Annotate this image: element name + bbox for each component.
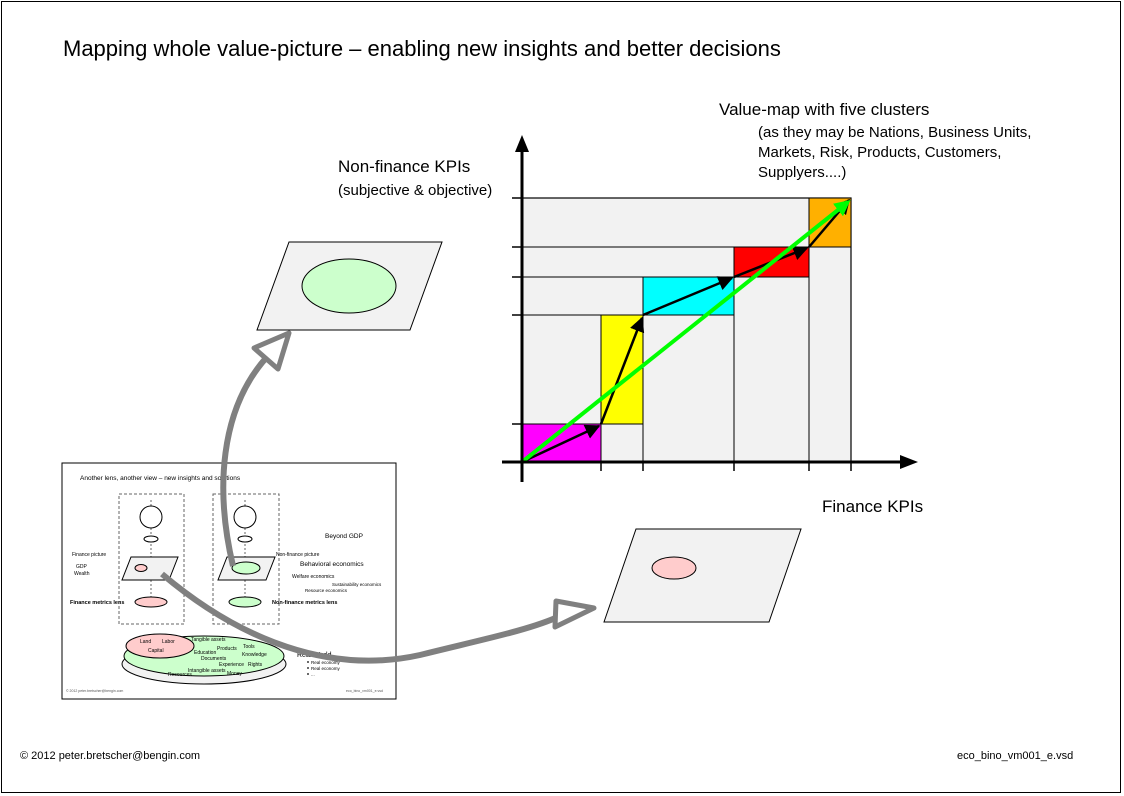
finance-plane-shape [603, 528, 802, 623]
y-axis-arrowhead [515, 135, 529, 152]
thumb-experience: Experience [219, 662, 244, 668]
thumb-non-finance-lens: Non-finance metrics lens [272, 600, 337, 606]
copyright-text: © 2012 peter.bretscher@bengin.com [20, 750, 201, 762]
thumb-sustainability: Sustainability economics [332, 582, 382, 587]
thumb-rights: Rights [248, 662, 263, 668]
thumb-wealth: Wealth [74, 571, 90, 577]
finance-metrics-lens-icon [134, 596, 168, 608]
finance-eye-lens-icon [143, 535, 159, 543]
thumb-real-economy-2: Real economy [311, 666, 341, 671]
thumbnail-slide: Another lens, another view – new insight… [61, 462, 397, 700]
non-finance-plane [256, 241, 443, 331]
thumb-gdp: GDP [76, 564, 88, 570]
non-finance-picture-ellipse [301, 258, 397, 314]
thumb-land: Land [140, 639, 151, 645]
finance-lens-box [118, 493, 185, 625]
thumb-finance-picture: Finance picture [72, 552, 106, 558]
finance-kpis-title: Finance KPIs [822, 497, 924, 516]
file-name-text: eco_bino_vm001_e.vsd [957, 750, 1074, 762]
real-world-finance-disk [125, 633, 195, 659]
bullet-icon [307, 667, 309, 669]
mapping-arrows [160, 330, 597, 664]
page-title: Mapping whole value-picture – enabling n… [63, 36, 781, 61]
value-map-axes [502, 135, 918, 482]
thumb-dots: ... [311, 672, 315, 677]
thumb-real-economy: Real economy [311, 660, 341, 665]
to-non-finance-arrow [220, 356, 269, 567]
non-finance-eye-icon [233, 505, 257, 529]
thumb-capital: Capital [148, 648, 164, 654]
path-arrow [642, 276, 734, 317]
thumb-footer-left: © 2012 peter.bretscher@bengin.com [66, 689, 123, 693]
non-finance-lens-box [212, 493, 280, 625]
finance-mini-ellipse [134, 564, 148, 572]
thumb-behavioral: Behavioral economics [300, 561, 364, 568]
non-finance-eye-lens-icon [237, 535, 253, 543]
thumb-products: Products [217, 646, 237, 652]
thumb-tools: Tools [243, 644, 255, 650]
thumb-tangible: Tangible assets [191, 637, 226, 643]
value-map-subtitle-line: (as they may be Nations, Business Units, [758, 124, 1032, 141]
path-arrow [521, 424, 601, 464]
path-arrow [599, 316, 645, 425]
value-map-subtitle-line: Markets, Risk, Products, Customers, [758, 144, 1002, 161]
bullet-icon [307, 661, 309, 663]
thumb-welfare: Welfare economics [292, 574, 335, 580]
non-finance-mini-ellipse [231, 561, 261, 575]
thumb-resources: Resources [168, 672, 192, 678]
thumb-non-finance-picture: Non-finance picture [276, 552, 320, 558]
thumb-money: Money [227, 671, 243, 677]
finance-eye-icon [139, 505, 163, 529]
thumb-resource: Resource economics [305, 588, 348, 593]
finance-plane [603, 528, 802, 623]
thumb-finance-lens: Finance metrics lens [70, 600, 124, 606]
thumb-knowledge: Knowledge [242, 652, 267, 658]
trend-arrow [520, 200, 851, 464]
non-finance-kpis-title: Non-finance KPIs [338, 157, 471, 176]
finance-picture-ellipse [651, 556, 697, 580]
non-finance-metrics-lens-icon [228, 596, 262, 608]
thumb-beyond-gdp: Beyond GDP [325, 533, 363, 540]
x-axis-arrowhead [900, 455, 918, 469]
thumb-intangible: Intangible assets [188, 668, 226, 674]
to-finance-arrow [160, 571, 562, 664]
value-map-title: Value-map with five clusters [719, 100, 930, 119]
thumb-footer-right: eco_bino_vm001_e.vsd [346, 689, 383, 693]
thumb-documents: Documents [201, 656, 227, 662]
thumbnail-title: Another lens, another view – new insight… [80, 475, 241, 482]
thumb-labor: Labor [162, 639, 175, 645]
value-map-subtitle-line: Supplyers....) [758, 164, 847, 181]
thumb-education: Education [194, 650, 216, 656]
bullet-icon [307, 673, 309, 675]
to-finance-arrowhead [552, 598, 597, 630]
non-finance-kpis-subtitle: (subjective & objective) [338, 182, 493, 199]
to-non-finance-arrowhead [251, 330, 292, 372]
